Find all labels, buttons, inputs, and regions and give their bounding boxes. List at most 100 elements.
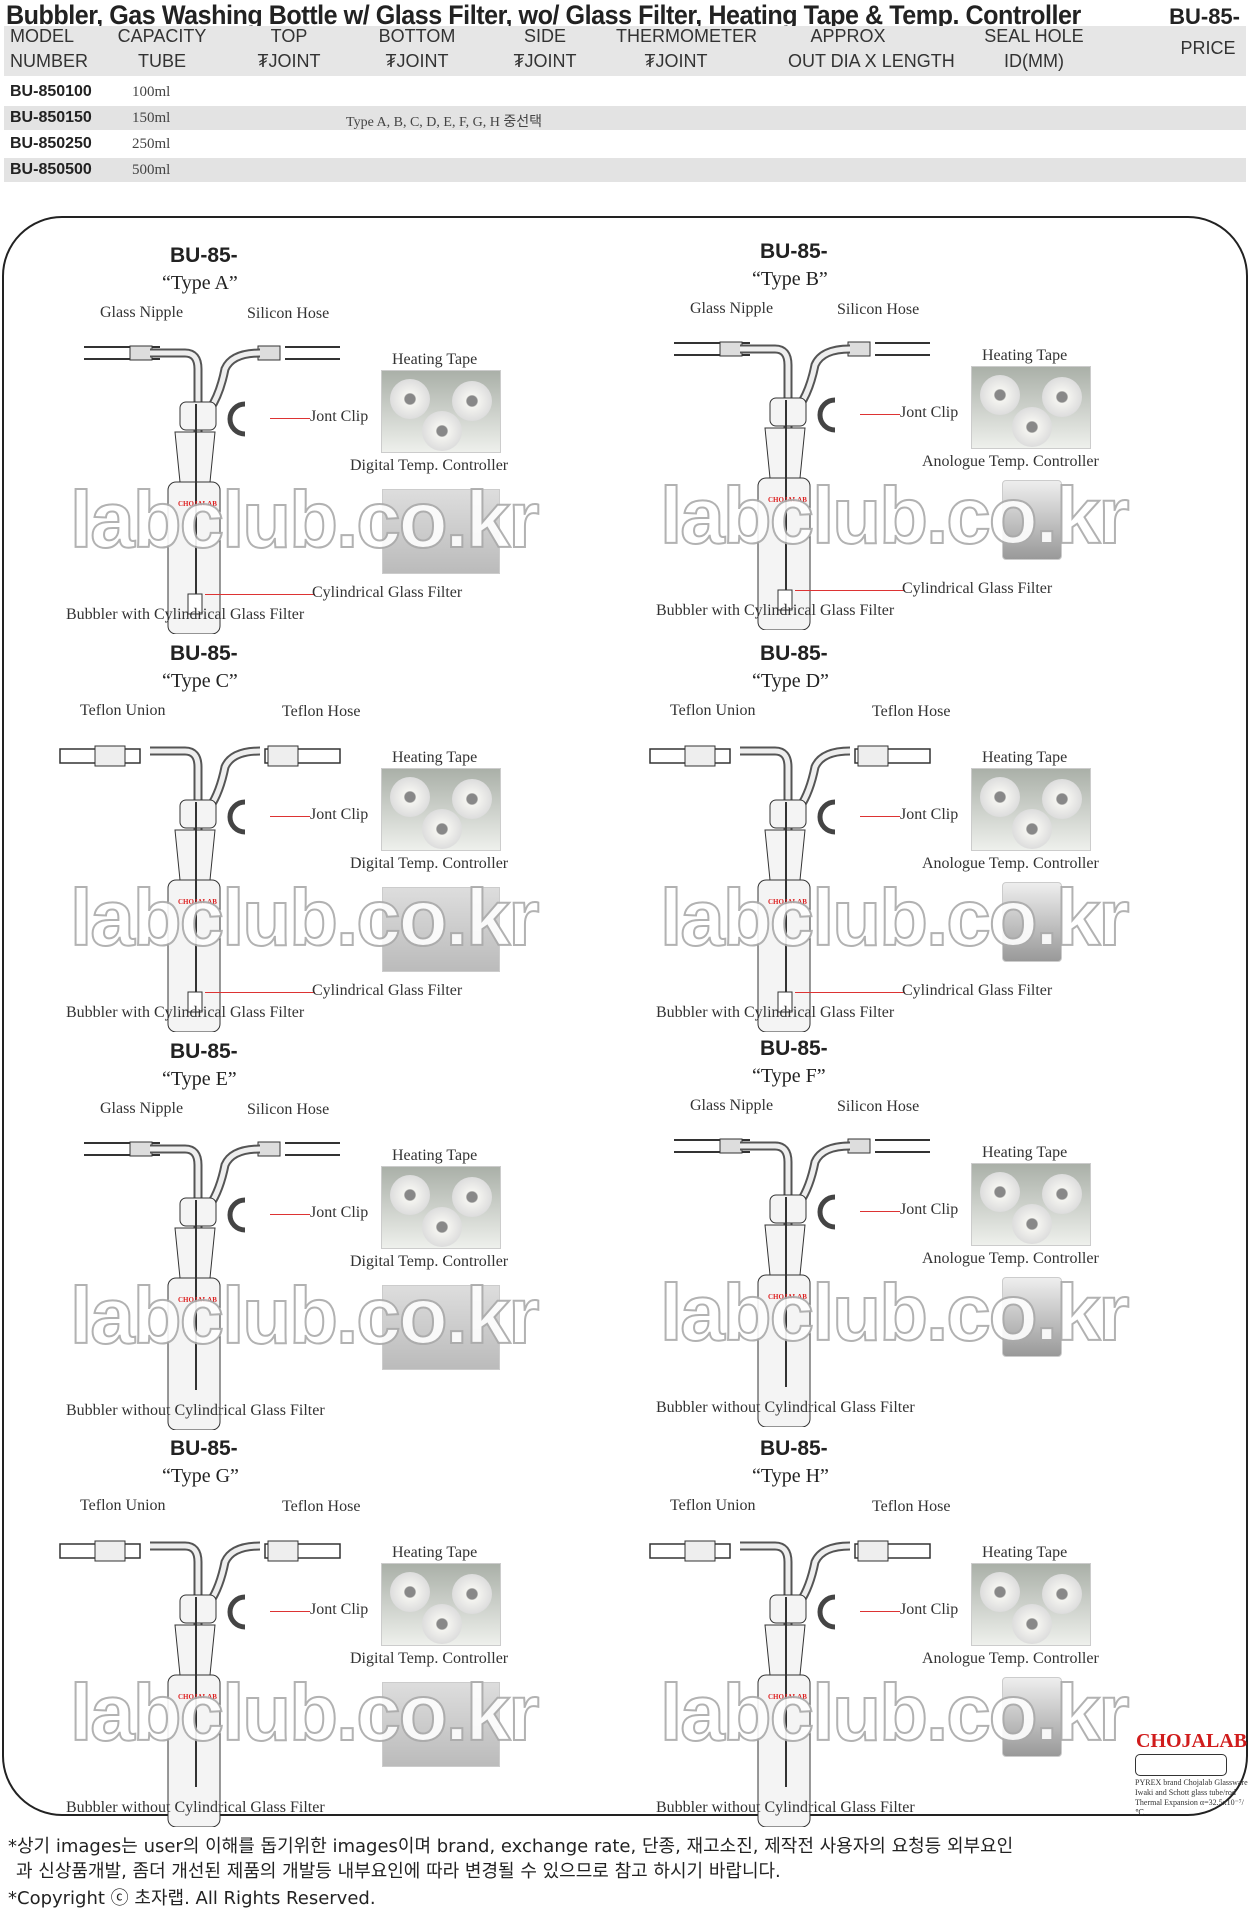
panel-type: “Type H” bbox=[752, 1465, 829, 1487]
column-header-line: SEAL HOLE bbox=[984, 26, 1084, 46]
clip-pointer bbox=[270, 1611, 310, 1612]
heating-tape-image bbox=[971, 366, 1091, 449]
svg-text:CHOJALAB: CHOJALAB bbox=[178, 500, 217, 508]
heating-tape-label: Heating Tape bbox=[982, 347, 1068, 364]
heating-tape-label: Heating Tape bbox=[392, 351, 478, 368]
jont-clip-label: Jont Clip bbox=[310, 1204, 369, 1221]
panel-type: “Type D” bbox=[752, 670, 829, 692]
svg-text:CHOJALAB: CHOJALAB bbox=[768, 1293, 807, 1301]
column-header-line: ₮JOINT bbox=[385, 51, 449, 71]
heating-tape-label: Heating Tape bbox=[392, 1544, 478, 1561]
capacity: 150ml bbox=[132, 110, 171, 126]
column-header-line: OUT DIA X LENGTH bbox=[788, 51, 955, 71]
panel-type: “Type F” bbox=[752, 1065, 826, 1087]
temp-controller-image bbox=[1002, 1677, 1062, 1757]
bubbler-diagram-icon: CHOJALAB bbox=[674, 341, 930, 630]
jont-clip-label: Jont Clip bbox=[310, 1601, 369, 1618]
controller-label: Anologue Temp. Controller bbox=[922, 453, 1099, 470]
bubbler-diagram-icon: CHOJALAB bbox=[59, 1540, 341, 1827]
controller-label: Anologue Temp. Controller bbox=[922, 1250, 1099, 1267]
panel-type: “Type C” bbox=[162, 670, 238, 692]
jont-clip-label: Jont Clip bbox=[310, 806, 369, 823]
right-hose-label: Silicon Hose bbox=[247, 305, 330, 322]
panel-type: “Type A” bbox=[162, 272, 238, 294]
panel-caption: Bubbler with Cylindrical Glass Filter bbox=[656, 1004, 895, 1021]
temp-controller-image bbox=[1002, 1277, 1062, 1357]
left-fitting-label: Glass Nipple bbox=[690, 300, 774, 317]
bubbler-diagram-icon: CHOJALAB bbox=[649, 1540, 931, 1827]
capacity: 500ml bbox=[132, 162, 171, 178]
copyright: *Copyright ⓒ 초자랩. All Rights Reserved. bbox=[8, 1888, 376, 1909]
heating-tape-image bbox=[971, 1563, 1091, 1646]
temp-controller-image bbox=[382, 1682, 500, 1767]
controller-label: Digital Temp. Controller bbox=[350, 1650, 509, 1667]
column-header: APPROX OUT DIA X LENGTH bbox=[788, 24, 955, 74]
bubbler-diagram-icon: CHOJALAB bbox=[84, 1141, 340, 1430]
heating-tape-label: Heating Tape bbox=[982, 1544, 1068, 1561]
right-hose-label: Teflon Hose bbox=[872, 1498, 951, 1515]
chojalab-logo: CHOJALAB bbox=[1136, 1730, 1248, 1752]
column-header-line: TOP bbox=[270, 26, 308, 46]
temp-controller-image bbox=[382, 887, 500, 972]
clip-pointer bbox=[270, 418, 310, 419]
left-fitting-label: Glass Nipple bbox=[690, 1097, 774, 1114]
capacity: 250ml bbox=[132, 136, 171, 152]
filter-pointer bbox=[205, 594, 315, 595]
svg-text:CHOJALAB: CHOJALAB bbox=[178, 898, 217, 906]
panel-type: “Type G” bbox=[162, 1465, 239, 1487]
clip-pointer bbox=[270, 816, 310, 817]
model-number: BU-850500 bbox=[10, 161, 92, 178]
type-note: Type A, B, C, D, E, F, G, H 중선택 bbox=[346, 115, 542, 130]
column-header-line: ₮JOINT bbox=[257, 51, 321, 71]
panel-caption: Bubbler with Cylindrical Glass Filter bbox=[656, 602, 895, 619]
panel-model: BU-85- bbox=[170, 244, 238, 267]
panel-model: BU-85- bbox=[760, 240, 828, 263]
panel-model: BU-85- bbox=[760, 1037, 828, 1060]
column-header-line: NUMBER bbox=[10, 51, 89, 71]
panel-type: “Type E” bbox=[162, 1068, 237, 1090]
right-hose-label: Teflon Hose bbox=[282, 1498, 361, 1515]
jont-clip-label: Jont Clip bbox=[310, 408, 369, 425]
left-fitting-label: Glass Nipple bbox=[100, 1100, 184, 1117]
product-code: BU-85- bbox=[1169, 4, 1240, 29]
bubbler-diagram-icon: CHOJALAB bbox=[84, 345, 340, 634]
right-hose-label: Silicon Hose bbox=[837, 1098, 920, 1115]
clip-pointer bbox=[270, 1214, 310, 1215]
capacity: 100ml bbox=[132, 84, 171, 100]
logo-box bbox=[1135, 1754, 1227, 1776]
heating-tape-image bbox=[381, 768, 501, 851]
column-header: TOP ₮JOINT bbox=[229, 24, 349, 74]
column-header: SIDE₮JOINT bbox=[485, 24, 605, 74]
left-fitting-label: Teflon Union bbox=[670, 1497, 756, 1514]
controller-label: Digital Temp. Controller bbox=[350, 1253, 509, 1270]
column-header-line: ₮JOINT bbox=[513, 51, 577, 71]
column-header-line: PRICE bbox=[1180, 38, 1236, 58]
column-header-line: APPROX bbox=[810, 26, 886, 46]
temp-controller-image bbox=[1002, 480, 1062, 560]
page-title: Bubbler, Gas Washing Bottle w/ Glass Fil… bbox=[6, 0, 1081, 30]
controller-label: Digital Temp. Controller bbox=[350, 457, 509, 474]
heating-tape-label: Heating Tape bbox=[392, 1147, 478, 1164]
clip-pointer bbox=[860, 1211, 900, 1212]
filter-pointer bbox=[795, 992, 905, 993]
right-hose-label: Teflon Hose bbox=[872, 703, 951, 720]
filter-pointer bbox=[795, 590, 905, 591]
heating-tape-label: Heating Tape bbox=[982, 1144, 1068, 1161]
filter-label: Cylindrical Glass Filter bbox=[312, 584, 463, 601]
bubbler-diagram-icon: CHOJALAB bbox=[59, 745, 341, 1032]
heating-tape-image bbox=[971, 768, 1091, 851]
svg-text:CHOJALAB: CHOJALAB bbox=[768, 1693, 807, 1701]
panel-model: BU-85- bbox=[170, 1437, 238, 1460]
logo-line: PYREX brand Chojalab Glassware bbox=[1135, 1778, 1248, 1787]
clip-pointer bbox=[860, 816, 900, 817]
panel-model: BU-85- bbox=[760, 642, 828, 665]
diagram-frame bbox=[2, 216, 1248, 1816]
table-row: BU-850500 500ml bbox=[4, 158, 1246, 182]
